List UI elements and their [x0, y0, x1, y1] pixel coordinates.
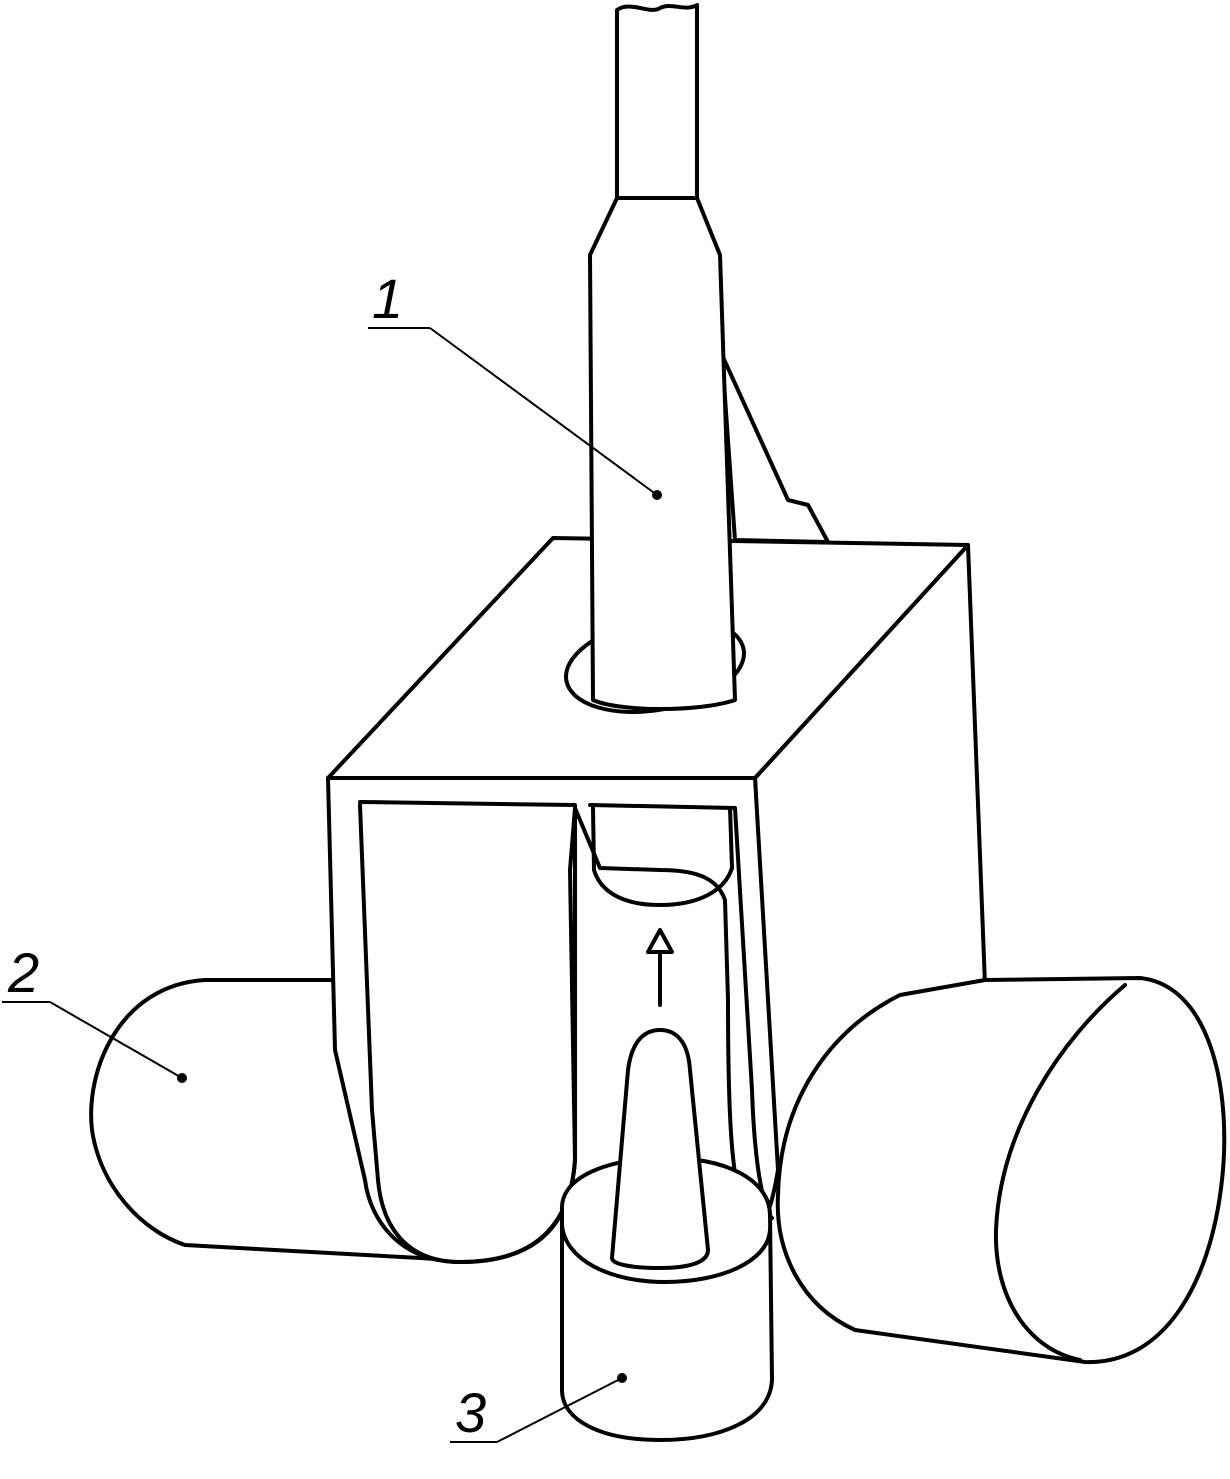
- rod: [588, 3, 737, 711]
- label-3-group: 3: [450, 1373, 627, 1444]
- right-roller: [775, 976, 1227, 1365]
- label-2: 2: [7, 941, 39, 1004]
- rod-lower-end: [591, 806, 734, 907]
- label-2-group: 2: [2, 941, 187, 1083]
- label-1: 1: [372, 267, 403, 330]
- upward-arrow-icon: [646, 928, 674, 1007]
- side-gusset: [720, 353, 830, 544]
- cone-pin: [610, 1028, 710, 1270]
- label-3: 3: [455, 1381, 486, 1444]
- label-1-group: 1: [368, 267, 662, 500]
